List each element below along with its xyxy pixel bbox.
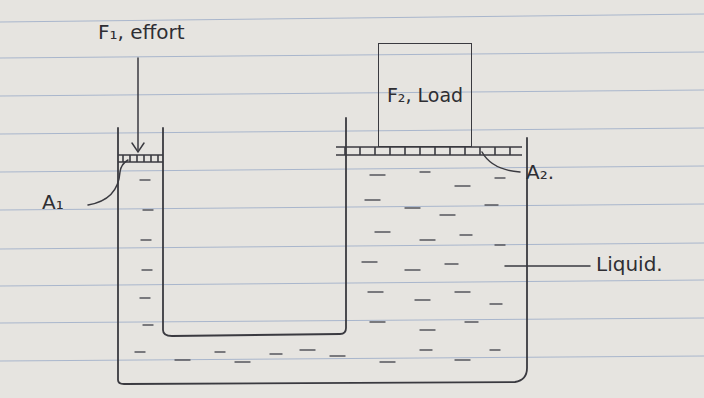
liquid-dashes [135,172,505,362]
area-label: A₁ [42,190,64,214]
load-box: F₂, Load [378,43,472,147]
area-label: A₂. [526,160,554,184]
liquid-label: Liquid. [596,252,663,276]
leader-lines [88,58,590,266]
pistons [118,147,522,162]
force-label: F₁, effort [98,20,185,44]
load-text: F₂, Load [387,84,463,107]
notebook-lines [0,14,704,361]
vessel-outline [118,118,527,384]
